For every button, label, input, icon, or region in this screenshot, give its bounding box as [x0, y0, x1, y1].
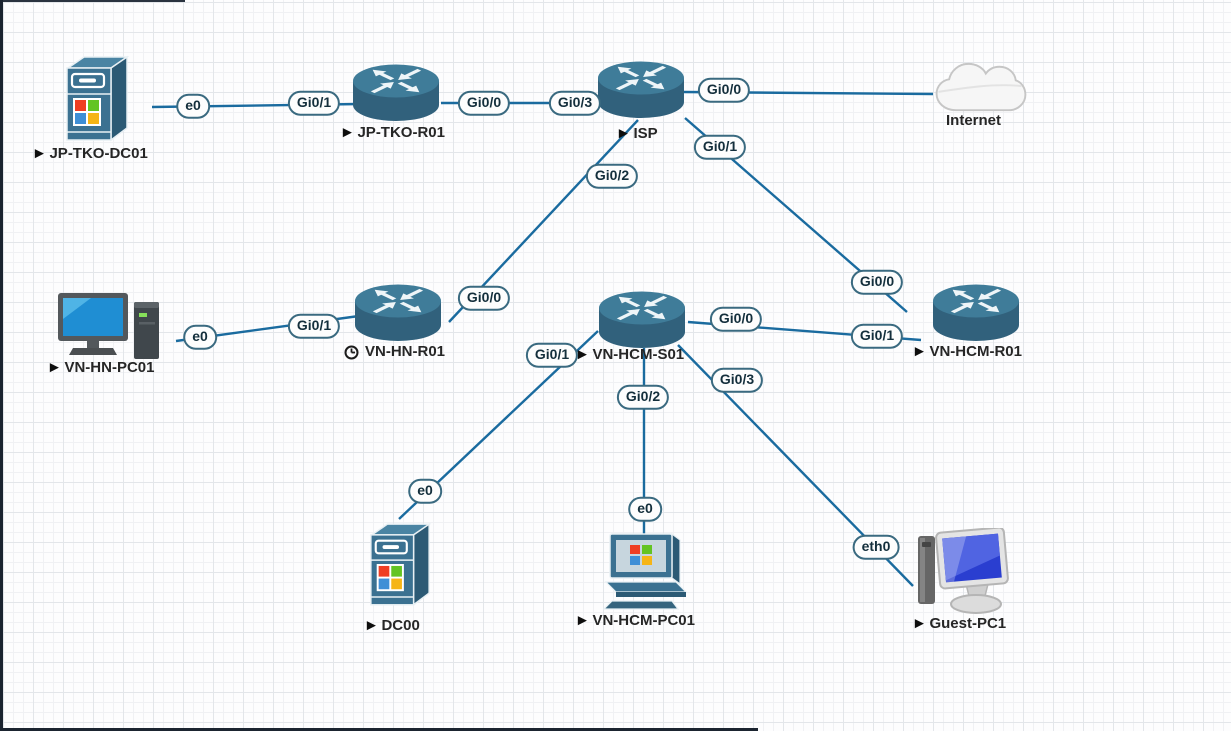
glossy-desktop-icon: [918, 526, 1009, 614]
play-status-icon: ▶: [367, 619, 376, 632]
node-label-internet[interactable]: Internet: [946, 112, 1002, 130]
router-icon: [599, 291, 685, 348]
node-vn-hn-r01[interactable]: [354, 283, 442, 348]
port-label-isp-gi0-0[interactable]: Gi0/0: [697, 77, 751, 103]
cloud-icon: [935, 62, 1027, 112]
port-label-vn-hcm-s01-gi0-2[interactable]: Gi0/2: [616, 384, 670, 410]
port-label-dc00-e0[interactable]: e0: [408, 478, 442, 504]
node-name: VN-HCM-PC01: [592, 612, 695, 629]
pc-with-tower-icon: [58, 293, 159, 359]
node-label-jp-tko-dc01[interactable]: ▶ JP-TKO-DC01: [35, 145, 148, 163]
router-icon: [933, 284, 1019, 341]
port-label-vn-hcm-r01-gi0-0[interactable]: Gi0/0: [850, 269, 904, 295]
port-label-vn-hn-r01-gi0-0[interactable]: Gi0/0: [457, 285, 511, 311]
node-name: ISP: [633, 125, 658, 142]
window-edge-top: [0, 0, 185, 2]
node-vn-hcm-s01[interactable]: [598, 290, 686, 355]
node-label-vn-hn-pc01[interactable]: ▶ VN-HN-PC01: [50, 359, 155, 377]
node-guest-pc1[interactable]: [916, 526, 1012, 621]
port-label-isp-gi0-1[interactable]: Gi0/1: [693, 134, 747, 160]
port-label-vn-hcm-s01-gi0-0[interactable]: Gi0/0: [709, 306, 763, 332]
node-label-guest-pc1[interactable]: ▶ Guest-PC1: [915, 615, 1007, 633]
play-status-icon: ▶: [915, 617, 924, 630]
port-label-vn-hcm-s01-gi0-1[interactable]: Gi0/1: [525, 342, 579, 368]
node-label-vn-hcm-r01[interactable]: ▶ VN-HCM-R01: [915, 343, 1022, 361]
node-vn-hcm-r01[interactable]: [932, 283, 1020, 348]
port-label-vn-hcm-r01-gi0-1[interactable]: Gi0/1: [850, 323, 904, 349]
windows-server-icon: [65, 55, 130, 142]
play-status-icon: ▶: [915, 345, 924, 358]
node-vn-hn-pc01[interactable]: [57, 292, 165, 367]
node-label-isp[interactable]: ▶ ISP: [619, 125, 658, 143]
node-label-vn-hn-r01[interactable]: VN-HN-R01: [344, 343, 446, 361]
windows-server-icon: [369, 522, 432, 607]
node-vn-hcm-pc01[interactable]: [598, 532, 690, 617]
node-name: VN-HN-PC01: [64, 359, 155, 376]
port-label-jp-tko-dc01-e0[interactable]: e0: [176, 93, 210, 119]
port-label-isp-gi0-2[interactable]: Gi0/2: [585, 163, 639, 189]
play-status-icon: ▶: [343, 126, 352, 139]
play-status-icon: ▶: [578, 348, 587, 361]
node-label-jp-tko-r01[interactable]: ▶ JP-TKO-R01: [343, 124, 445, 142]
port-label-vn-hn-pc01-e0[interactable]: e0: [183, 324, 217, 350]
port-label-isp-gi0-3[interactable]: Gi0/3: [548, 90, 602, 116]
play-status-icon: ▶: [578, 614, 587, 627]
clock-status-icon: [344, 345, 359, 360]
node-internet[interactable]: [933, 60, 1028, 121]
play-status-icon: ▶: [50, 361, 59, 374]
node-name: JP-TKO-R01: [357, 124, 445, 141]
node-jp-tko-r01[interactable]: [352, 63, 440, 128]
node-jp-tko-dc01[interactable]: [63, 52, 131, 149]
router-icon: [353, 64, 439, 121]
node-isp[interactable]: [597, 60, 685, 125]
node-name: VN-HCM-S01: [592, 346, 685, 363]
port-label-guest-pc1-eth0[interactable]: eth0: [852, 534, 900, 560]
play-status-icon: ▶: [35, 147, 44, 160]
port-label-vn-hn-r01-gi0-1[interactable]: Gi0/1: [287, 313, 341, 339]
node-label-vn-hcm-s01[interactable]: ▶ VN-HCM-S01: [578, 346, 685, 364]
port-label-jp-tko-r01-gi0-1[interactable]: Gi0/1: [287, 90, 341, 116]
node-name: DC00: [381, 617, 420, 634]
port-label-jp-tko-r01-gi0-0[interactable]: Gi0/0: [457, 90, 511, 116]
windows-desktop-icon: [602, 532, 688, 610]
window-edge-bottom: [0, 728, 758, 731]
node-label-dc00[interactable]: ▶ DC00: [367, 617, 420, 635]
node-name: VN-HN-R01: [365, 343, 446, 360]
port-label-vn-hcm-pc01-e0[interactable]: e0: [628, 496, 662, 522]
play-status-icon: ▶: [619, 127, 628, 140]
node-dc00[interactable]: [367, 517, 433, 616]
node-name: Guest-PC1: [929, 615, 1007, 632]
port-label-vn-hcm-s01-gi0-3[interactable]: Gi0/3: [710, 367, 764, 393]
router-icon: [598, 61, 684, 118]
node-name: VN-HCM-R01: [929, 343, 1022, 360]
router-icon: [355, 284, 441, 341]
node-name: Internet: [946, 112, 1002, 129]
node-label-vn-hcm-pc01[interactable]: ▶ VN-HCM-PC01: [578, 612, 695, 630]
window-edge-left: [0, 0, 3, 731]
node-name: JP-TKO-DC01: [49, 145, 148, 162]
